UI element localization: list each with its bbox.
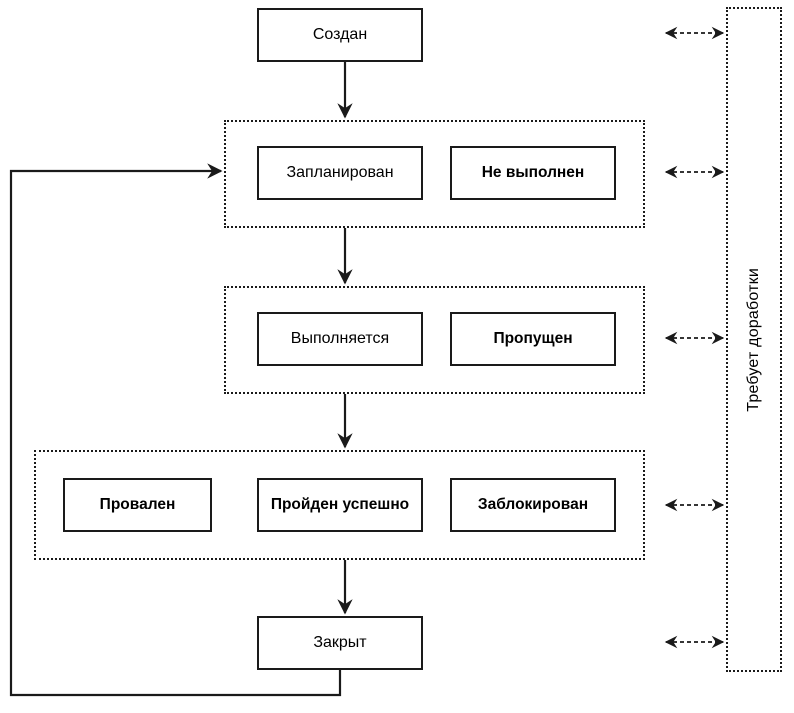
state-failed[interactable]: Провален [63, 478, 212, 532]
state-not-run[interactable]: Не выполнен [450, 146, 616, 200]
rework-panel-label: Требует доработки [745, 267, 762, 412]
rework-panel[interactable]: Требует доработки [726, 7, 782, 672]
state-blocked[interactable]: Заблокирован [450, 478, 616, 532]
group-running [224, 286, 645, 394]
group-planned [224, 120, 645, 228]
state-passed[interactable]: Пройден успешно [257, 478, 423, 532]
state-skipped[interactable]: Пропущен [450, 312, 616, 366]
group-result [34, 450, 645, 560]
state-created[interactable]: Создан [257, 8, 423, 62]
state-closed[interactable]: Закрыт [257, 616, 423, 670]
state-running[interactable]: Выполняется [257, 312, 423, 366]
state-planned[interactable]: Запланирован [257, 146, 423, 200]
flow-closed-to-planned [9, 163, 342, 697]
